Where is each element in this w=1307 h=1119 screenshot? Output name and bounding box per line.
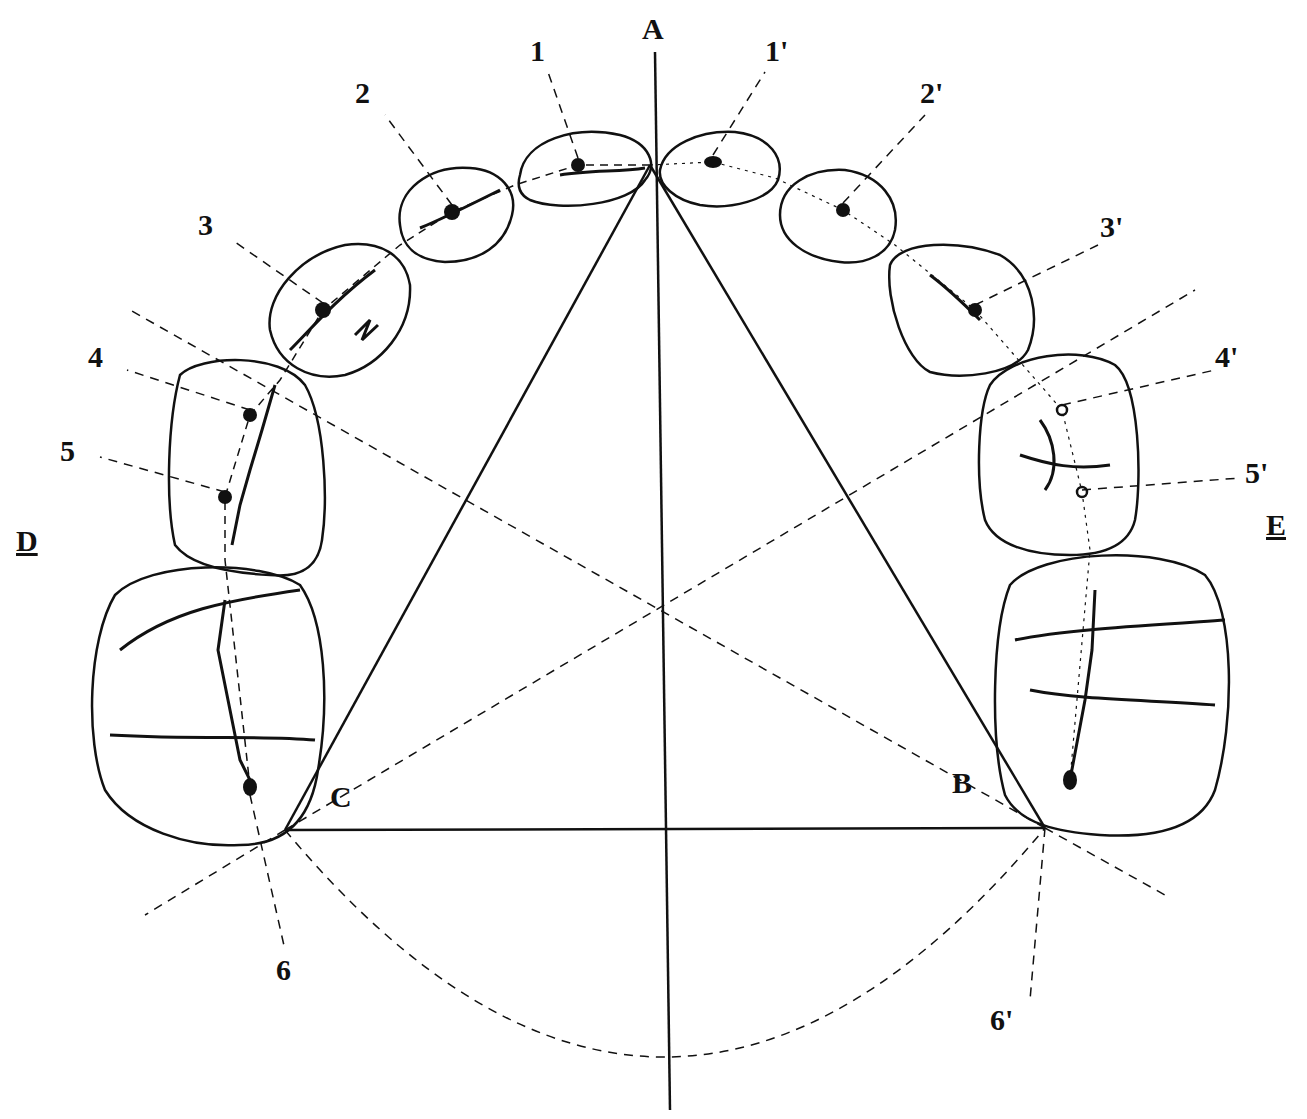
- callout-label: 5': [1245, 458, 1268, 488]
- fissures: [110, 168, 1225, 790]
- callout-label: 6': [990, 1005, 1013, 1035]
- callout-label: 5: [60, 436, 75, 466]
- landmark-dots: [218, 156, 1077, 796]
- callout-label: 3: [198, 210, 213, 240]
- callout-label: 1: [530, 36, 545, 66]
- callout-label: 1': [765, 36, 788, 66]
- callout-label: 2': [920, 78, 943, 108]
- callout-label: 2: [355, 78, 370, 108]
- callout-label: D: [16, 526, 38, 556]
- callout-label: 4': [1215, 342, 1238, 372]
- callout-label: C: [330, 782, 352, 812]
- triangle: [285, 52, 1045, 1110]
- callout-label: A: [642, 14, 664, 44]
- callout-label: E: [1266, 510, 1286, 540]
- callout-label: B: [952, 768, 972, 798]
- callout-label: 4: [88, 342, 103, 372]
- callout-label: 6: [276, 955, 291, 985]
- callout-label: 3': [1100, 212, 1123, 242]
- construction-lines: [100, 72, 1240, 1057]
